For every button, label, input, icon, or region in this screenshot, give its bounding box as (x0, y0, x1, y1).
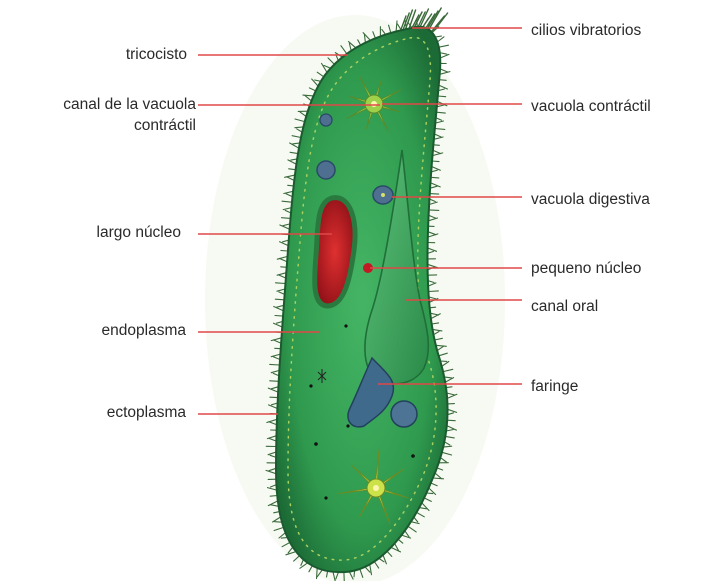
cilium (431, 177, 439, 178)
label-vacuola-contractil: vacuola contráctil (531, 96, 651, 117)
label-cilios: cilios vibratorios (531, 20, 641, 41)
cilium (447, 420, 455, 421)
vacuole-dot (381, 193, 385, 197)
cilium (439, 80, 446, 81)
cilium (438, 96, 446, 97)
label-pequeno-nucleo: pequeno núcleo (531, 258, 641, 279)
cilium (282, 218, 291, 219)
cilium (275, 316, 283, 317)
cilium (270, 496, 277, 497)
food-vacuole (320, 114, 332, 126)
cilium (275, 299, 284, 300)
vacuole-pore (371, 101, 377, 107)
cilium (281, 251, 288, 252)
cilium (440, 54, 449, 58)
label-canal-vacuola-line1: canal de la vacuola (63, 94, 196, 115)
label-faringe: faringe (531, 376, 578, 397)
cilium (439, 45, 449, 47)
food-vacuole (317, 161, 335, 179)
label-endoplasma: endoplasma (102, 320, 186, 341)
cilium (288, 185, 294, 186)
label-ectoplasma: ectoplasma (107, 402, 186, 423)
cilium (276, 283, 286, 284)
cilium (437, 37, 444, 42)
cilium (317, 568, 318, 579)
cilium (270, 364, 280, 365)
cilium (428, 291, 438, 292)
cilium (270, 381, 279, 382)
label-canal-vacuola: canal de la vacuola contráctil (63, 94, 196, 136)
label-canal-oral: canal oral (531, 296, 598, 317)
label-vacuola-digestiva: vacuola digestiva (531, 189, 650, 210)
cilium (429, 210, 439, 211)
food-vacuole-forming (391, 401, 417, 427)
vacuole-pore (373, 485, 379, 491)
label-canal-vacuola-line2: contráctil (63, 115, 196, 136)
label-largo-nucleo: largo núcleo (97, 222, 181, 243)
cilium (430, 194, 439, 195)
label-tricocisto: tricocisto (126, 44, 187, 65)
